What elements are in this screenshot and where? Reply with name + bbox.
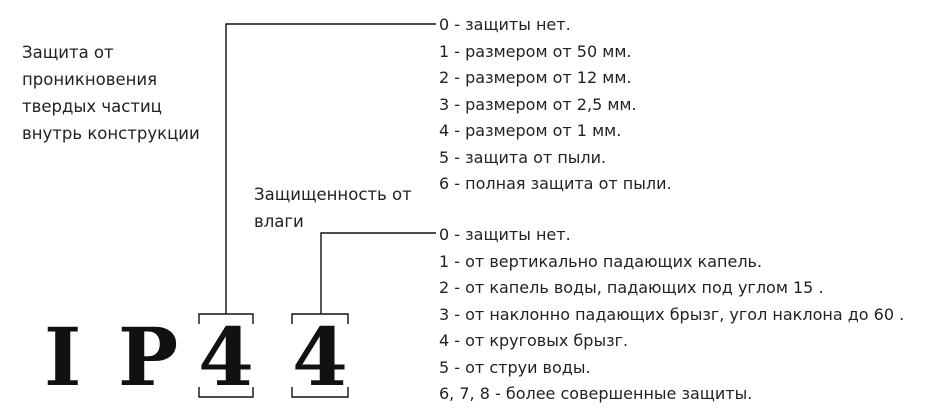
first-digit-box: 4 [198, 310, 254, 404]
water-level-item: 4 - от круговых брызг. [439, 331, 629, 350]
solid-label-line: проникновения [22, 70, 158, 89]
solid-connector-line [225, 23, 436, 314]
solid-level-item: 1 - размером от 50 мм. [439, 41, 632, 61]
first-digit-bracket-bottom [198, 387, 254, 398]
solid-label-line: Защита от [22, 43, 114, 62]
water-protection-levels: 0 - защиты нет. 1 - от вертикально падаю… [439, 222, 904, 408]
solid-level-item: 4 - размером от 1 мм. [439, 121, 622, 140]
second-digit-bracket-top [291, 313, 349, 324]
solid-level-item: 6 - полная защита от пыли. [439, 174, 672, 193]
water-level-item: 6, 7, 8 - более совершенные защиты. [439, 384, 753, 403]
first-digit: 4 [198, 310, 254, 404]
water-level-item: 1 - от вертикально падающих капель. [439, 251, 763, 271]
solid-level-item: 0 - защиты нет. [439, 15, 571, 34]
solid-level-item: 3 - размером от 2,5 мм. [439, 94, 637, 114]
second-digit-box: 4 [291, 310, 349, 404]
water-level-item: 3 - от наклонно падающих брызг, угол нак… [439, 304, 905, 324]
ip-letter-i: I [44, 310, 81, 404]
solid-label-line: внутрь конструкции [22, 124, 200, 143]
solid-label-line: твердых частиц [22, 97, 162, 116]
solid-protection-label: Защита от проникновения твердых частиц в… [22, 39, 200, 147]
second-digit-bracket-bottom [291, 387, 349, 398]
second-digit: 4 [292, 310, 348, 404]
solid-protection-levels: 0 - защиты нет. 1 - размером от 50 мм. 2… [439, 12, 672, 198]
water-label-line: Защищенность от [254, 185, 412, 204]
water-level-item: 2 - от капель воды, падающих под углом 1… [439, 278, 824, 297]
ip-letter-p: P [118, 310, 178, 404]
water-level-item: 0 - защиты нет. [439, 225, 571, 244]
solid-level-item: 5 - защита от пыли. [439, 147, 607, 167]
water-connector-line [320, 232, 436, 314]
first-digit-bracket-top [198, 313, 254, 324]
water-label-line: влаги [254, 212, 304, 231]
solid-level-item: 2 - размером от 12 мм. [439, 68, 632, 87]
water-level-item: 5 - от струи воды. [439, 357, 591, 377]
water-protection-label: Защищенность от влаги [254, 181, 412, 235]
